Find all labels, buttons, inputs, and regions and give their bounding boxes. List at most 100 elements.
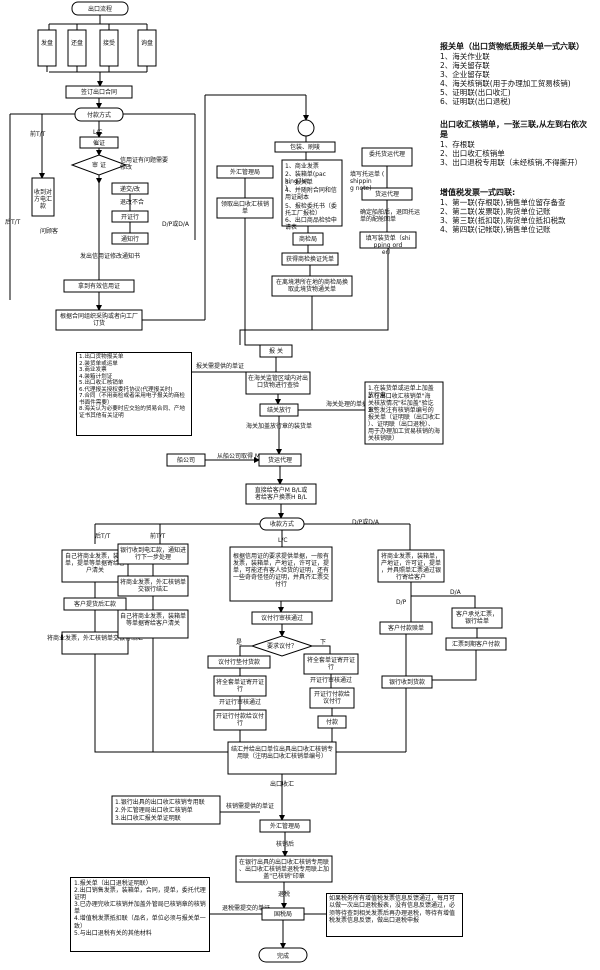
bank-notice-label: 通知行 — [121, 235, 139, 243]
shipping-note-label-line: 单的配舱回单 — [360, 215, 396, 223]
tax-doc-line: 4.增值税发票抵扣联（品名，单位必须与报关单一致） — [74, 915, 206, 930]
bank-receive-label: 银行收到电汇款，通知进行下一步处理 — [120, 546, 186, 561]
fx-app-label-line: 用联（注明出口收汇核销单编号） — [237, 752, 327, 760]
ship-order-label-line: 填写装货单（shi — [366, 234, 411, 242]
dpda-text-line: 行寄给客户 — [396, 573, 426, 581]
reject-label: 退改不合 — [120, 198, 144, 206]
fx-forms-label-line: 领取出口收汇核销 — [221, 200, 269, 208]
customs-return-line-line: 1.在装货单或运单上加盖 — [368, 384, 434, 392]
forwarder2-label: 货运代理 — [268, 456, 292, 464]
bank-receive-label-line: 行下一步处理 — [135, 553, 171, 561]
method-box — [99, 29, 119, 67]
doc-line-line: 5、报检委托书（委 — [285, 202, 337, 210]
fx-forms-label: 领取出口收汇核销单 — [221, 200, 269, 215]
post-tt-box — [61, 549, 129, 583]
lc-docs-label-line: 一些奇奇怪怪的证明，并具齐汇票交 — [233, 573, 329, 581]
doc-line-line: king list — [285, 178, 309, 185]
vat-form-item: 2、第二联(发票联),购货单位记账 — [440, 207, 551, 216]
packing-label: 包装、刷唛 — [290, 143, 320, 151]
review-label: 审 证 — [92, 161, 106, 169]
methods-group: 发盘 还盘 接受 询盘 — [37, 29, 157, 67]
fx-form-item: 1、存根联 — [440, 140, 475, 149]
customs-return-line-line: ）、证明联（出口退税）、 — [368, 420, 434, 428]
docs-box — [281, 159, 343, 227]
method-box — [67, 29, 87, 67]
customer-due-label: 汇票到期客户付款 — [452, 640, 500, 648]
pre-decl-line: 7.合同（不用商检或者采用电子报关的商检书面件需要） — [79, 393, 186, 406]
pre-decl-line: 8.海关认为必要时应交验的贸易合同、产地证书其他有关证明 — [79, 406, 186, 419]
review-note-line: 信用证有问题需要 — [120, 156, 168, 164]
get-bl-label: 从船公司取得 M B/L — [217, 452, 272, 460]
yes-label: 是 — [236, 639, 242, 646]
bank-stamp-label-line: 、出口收汇核销单退税专用联上加 — [239, 865, 329, 873]
send-lc-note: 发出信用证修改通知书 — [80, 252, 140, 260]
inspection-label: 商检局 — [299, 235, 317, 243]
fx-docs-box — [111, 795, 221, 825]
verify-provide-label: 核销需提供的单证 — [226, 802, 274, 810]
connector — [330, 674, 333, 716]
booking-label-line: 填写托运单 ( — [350, 170, 384, 178]
pre-decl-line: 6.代理报关授权委托协议(代理报关时) — [79, 386, 173, 393]
declare-label: 报 关 — [269, 347, 283, 355]
verify-after-label: 核销后 — [276, 840, 294, 848]
customs-return-box — [364, 381, 444, 445]
ship-order-label-line: pping ord — [374, 242, 403, 249]
customs-return-line-line: 2.在出口收汇核销单"海 — [368, 392, 431, 400]
doc-line: 4、并随附合同和信用证副本 — [285, 186, 337, 201]
customs-docs-label: 海关处理的单据 — [326, 400, 368, 408]
customer-accept-label-line: 银行给单 — [465, 617, 489, 625]
dpda-text-line: ，并具照单汇票通过银 — [381, 566, 441, 574]
receive-tt-label: 收到对方电汇款 — [34, 188, 52, 210]
doc-line-line: 托工厂报检） — [285, 209, 321, 217]
organize-label-line: 订货 — [93, 319, 105, 327]
shipping-note-label-line: 确定船舶后，退回托运 — [360, 208, 420, 216]
customer-pay-label: 客户提货后汇款 — [74, 600, 116, 608]
need-pay-label: 要求议付？ — [267, 642, 297, 650]
start-label: 出口流程 — [88, 5, 112, 13]
shipping-note-label: 确定船舶后，退回托运单的配舱回单 — [360, 208, 420, 223]
supervise-label: 在海关监管区域内对出口货物进行查验 — [248, 374, 308, 389]
fx-form-item: 2、出口收汇核销单 — [440, 149, 505, 158]
organize-label: 根据合同组织采购或者向工厂订货 — [60, 312, 138, 327]
dpda2-label: D/P或D/A — [352, 518, 380, 526]
bank-receive-label-line: 银行收到电汇款，通知进 — [120, 546, 186, 554]
connector — [46, 66, 148, 72]
bank-stamp-label-line: 在银行出具的出口收汇核销专用联 — [239, 858, 329, 866]
fx-docs-line: 3.出口收汇报关单证明联 — [115, 814, 181, 822]
yes-send-label-line: 将全套单证寄开证 — [216, 678, 264, 686]
customs-return-line: 1.在装货单或运单上加盖放行章 — [368, 384, 434, 399]
doc-line-line: 请表 — [285, 223, 297, 231]
pre-tt-fx-label-line: 交银行结汇 — [138, 585, 168, 593]
exchange-label: 在离境港所在地的商检局换取此境货物通关单 — [276, 278, 348, 293]
method-box — [137, 29, 157, 67]
tax-refund-label: 退税 — [278, 890, 290, 898]
no-pay-label: 开证行付款给议付行 — [314, 690, 350, 705]
lc-docs-box — [229, 546, 333, 602]
customs-return-line-line: 放行章 — [368, 391, 386, 399]
customer-accept-label: 客户承兑汇票，银行给单 — [456, 610, 498, 625]
yes-refund-label: 开证行付款给议付行 — [216, 712, 264, 727]
organize-label-line: 根据合同组织采购或者向工厂 — [60, 312, 138, 320]
forwarder-label: 货运代理 — [375, 190, 399, 198]
inspection-cert-label: 获得商检换证凭单 — [286, 255, 334, 263]
method-label: 发盘 — [41, 39, 53, 47]
connector — [305, 136, 311, 276]
receive-tt-label-line: 款 — [40, 202, 46, 210]
issuing-review-label: 议付行审核通过 — [261, 614, 303, 622]
fx-app-box — [227, 741, 337, 775]
payment-label: 付款方式 — [87, 111, 111, 119]
pay-label: 付款 — [326, 718, 338, 726]
fx-docs-line: 2.外汇管理局出口收汇核销单 — [115, 806, 193, 814]
no-pay-label-line: 议付行 — [323, 697, 341, 705]
notes-box: 如果税务所有增值税发票信息反馈通过，每月可以做一次出口退税报表，没有信息反馈通过… — [326, 893, 463, 937]
customs-form-item: 6、证明联(出口退税) — [440, 97, 511, 106]
tax-doc-line: 1.报关单（出口退税证明联） — [74, 880, 152, 887]
collect-label: 收款方式 — [270, 520, 294, 528]
booking-label-line: g note) — [350, 185, 372, 192]
yes-refund-label-line: 行 — [237, 719, 243, 727]
tt-post-label: 后T/T — [5, 218, 21, 226]
receive-tt-label-line: 方电汇 — [34, 195, 52, 203]
bank-money-box — [381, 675, 433, 689]
